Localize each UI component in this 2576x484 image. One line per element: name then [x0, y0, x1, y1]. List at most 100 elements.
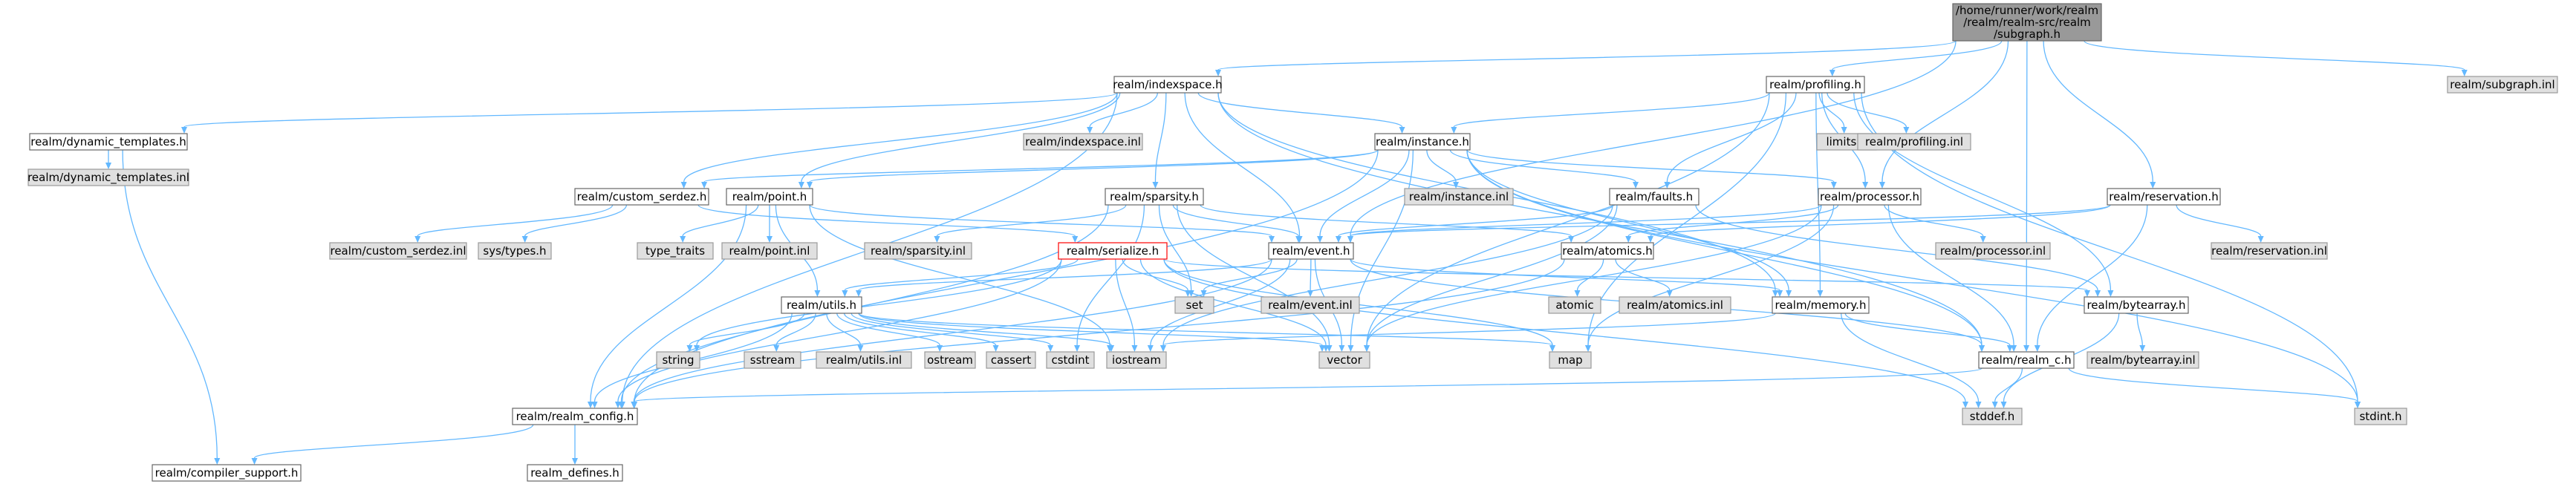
- node-realm-c[interactable]: realm/realm_c.h: [1978, 351, 2075, 369]
- node-bytearray-inl: realm/bytearray.inl: [2087, 351, 2199, 369]
- node-stdint: stdint.h: [2354, 408, 2407, 425]
- edge-utils-to-iostream: [858, 313, 1112, 346]
- edge-arrowhead-point-to-type_traits: [680, 236, 686, 243]
- edge-arrowhead-atomics-to-atomic: [1574, 290, 1581, 297]
- edge-arrowhead-sparsity-to-cstdint: [1074, 345, 1081, 352]
- edge-serialize-to-set: [1122, 258, 1188, 291]
- node-utils[interactable]: realm/utils.h: [781, 296, 862, 314]
- node-label: realm/reservation.h: [2109, 190, 2218, 203]
- edge-arrowhead-indexspace-to-indexspace_inl: [1087, 127, 1093, 134]
- edge-profiling-to-limits: [1818, 92, 1845, 128]
- edge-serialize-to-utils: [844, 258, 1079, 291]
- edge-arrowhead-dynamic_templates-to-compiler_support: [214, 458, 221, 465]
- edge-profiling-to-bytearray: [1853, 92, 2112, 291]
- edge-utils-to-map: [858, 313, 1553, 346]
- edge-sparsity-to-cstdint: [1076, 204, 1145, 346]
- node-compiler-support[interactable]: realm/compiler_support.h: [152, 464, 302, 482]
- node-bytearray[interactable]: realm/bytearray.h: [2084, 296, 2189, 314]
- edge-instance-to-processor: [1466, 149, 1835, 183]
- node-box: [1106, 351, 1167, 369]
- edge-arrowhead-utils-to-utils_inl: [857, 345, 864, 352]
- edge-instance-to-memory: [1466, 149, 1789, 291]
- node-box: [1857, 133, 1971, 151]
- edge-arrowhead-instance-to-instance_inl: [1453, 182, 1460, 189]
- node-profiling[interactable]: realm/profiling.h: [1766, 76, 1865, 94]
- node-box: [924, 351, 976, 369]
- edge-atomics-to-atomic: [1576, 258, 1604, 291]
- node-utils-inl: realm/utils.inl: [816, 351, 912, 369]
- edge-profiling-to-vector: [1366, 92, 1770, 346]
- node-realm-defines[interactable]: realm_defines.h: [527, 464, 623, 482]
- node-box: [1978, 351, 2075, 369]
- edge-atomics-to-atomics_inl: [1615, 258, 1671, 291]
- node-realm-config[interactable]: realm/realm_config.h: [512, 408, 638, 425]
- edge-arrowhead-utils-to-ostream: [937, 345, 943, 352]
- edge-instance-to-event: [1319, 149, 1410, 237]
- edge-arrowhead-point-to-utils: [814, 290, 821, 297]
- edge-arrowhead-utils-to-string: [686, 345, 693, 352]
- node-box: [1404, 188, 1514, 206]
- edge-serialize-to-stddef: [1163, 258, 1966, 402]
- node-custom-serdez[interactable]: realm/custom_serdez.h: [574, 188, 709, 206]
- node-label: realm/faults.h: [1616, 190, 1693, 203]
- edge-processor-to-realm_c: [1887, 204, 2014, 346]
- edge-arrowhead-bytearray-to-bytearray_inl: [2139, 345, 2146, 352]
- node-event[interactable]: realm/event.h: [1268, 242, 1354, 260]
- node-sparsity[interactable]: realm/sparsity.h: [1105, 188, 1204, 206]
- node-box: [29, 133, 188, 151]
- node-label: realm/instance.inl: [1409, 190, 1509, 203]
- edge-faults-to-bytearray: [1695, 204, 2098, 291]
- node-box: [1261, 296, 1360, 314]
- edge-arrowhead-instance-to-memory: [1786, 290, 1792, 297]
- node-dynamic-templates[interactable]: realm/dynamic_templates.h: [29, 133, 188, 151]
- edge-utils-to-cassert: [843, 313, 997, 346]
- edge-sparsity-to-sparsity_inl: [936, 204, 1127, 237]
- edge-indexspace-to-instance: [1197, 92, 1403, 128]
- node-custom-serdez-inl: realm/custom_serdez.inl: [329, 242, 467, 260]
- node-faults[interactable]: realm/faults.h: [1609, 188, 1700, 206]
- edge-profiling-to-faults: [1666, 92, 1797, 183]
- edge-arrowhead-indexspace-to-custom_serdez: [680, 182, 687, 189]
- edge-point-to-event: [809, 204, 1272, 237]
- node-box: [574, 188, 709, 206]
- edge-indexspace-to-indexspace_inl: [1089, 92, 1158, 128]
- node-processor[interactable]: realm/processor.h: [1818, 188, 1922, 206]
- node-box: [656, 351, 700, 369]
- node-root[interactable]: /home/runner/work/realm/realm/realm-src/…: [1952, 3, 2102, 42]
- edge-utils-to-ostream: [836, 313, 940, 346]
- node-reservation[interactable]: realm/reservation.h: [2107, 188, 2221, 206]
- edge-custom_serdez-to-serialize: [697, 204, 1076, 237]
- node-memory[interactable]: realm/memory.h: [1772, 296, 1870, 314]
- edge-arrowhead-root-to-indexspace: [1215, 70, 1221, 76]
- edge-indexspace-to-sparsity: [1154, 92, 1167, 183]
- node-label: realm/dynamic_templates.inl: [27, 171, 189, 185]
- nodes-layer: /home/runner/work/realm/realm/realm-src/…: [27, 3, 2558, 482]
- node-box: [986, 351, 1036, 369]
- node-box: [1818, 188, 1922, 206]
- node-cstdint: cstdint: [1046, 351, 1095, 369]
- node-box: [1962, 408, 2023, 425]
- node-label: sys/types.h: [483, 244, 546, 258]
- edge-processor-to-event: [1350, 204, 1822, 237]
- edge-point-to-realm_config: [590, 204, 747, 402]
- node-serialize[interactable]: realm/serialize.h: [1058, 242, 1168, 260]
- edge-arrowhead-realm_c-to-stdint: [2355, 402, 2361, 408]
- node-atomics[interactable]: realm/atomics.h: [1561, 242, 1654, 260]
- node-point[interactable]: realm/point.h: [726, 188, 813, 206]
- node-indexspace[interactable]: realm/indexspace.h: [1113, 76, 1223, 94]
- node-label: sstream: [750, 353, 795, 367]
- edge-arrowhead-event-to-set: [1200, 290, 1207, 297]
- edge-arrowhead-utils-to-realm_config: [591, 402, 598, 408]
- node-label: realm/point.inl: [729, 244, 810, 258]
- node-instance[interactable]: realm/instance.h: [1374, 133, 1471, 151]
- edge-instance-to-custom_serdez: [703, 149, 1379, 183]
- node-label: realm/indexspace.inl: [1025, 135, 1141, 148]
- node-label: stddef.h: [1970, 410, 2014, 423]
- node-box: [2447, 76, 2558, 94]
- node-label: realm/event.inl: [1268, 298, 1352, 312]
- edge-sparsity-to-event: [1172, 204, 1299, 237]
- edge-arrowhead-sparsity-to-event: [1295, 236, 1302, 243]
- edge-instance-to-instance_inl: [1426, 149, 1457, 183]
- edge-arrowhead-instance-to-point: [807, 182, 813, 189]
- edge-arrowhead-serialize-to-stddef: [1962, 402, 1968, 408]
